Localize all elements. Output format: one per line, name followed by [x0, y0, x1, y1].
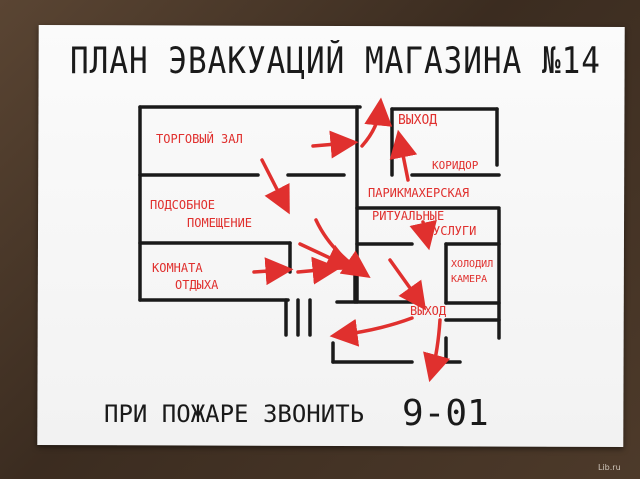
arrow-rest-2	[296, 256, 341, 285]
arrow-trade-right	[311, 130, 359, 159]
arrow-exit-left	[329, 316, 414, 347]
room-label-funeral-2: УСЛУГИ	[433, 224, 477, 238]
room-label-exit-bottom: ВЫХОД	[410, 304, 447, 318]
room-label-rest-1: КОМНАТА	[152, 261, 203, 275]
room-label-corridor: КОРИДОР	[432, 159, 479, 172]
room-label-utility-1: ПОДСОБНОЕ	[150, 198, 216, 212]
fire-phone-number: 9-01	[402, 393, 489, 434]
evacuation-arrows	[252, 97, 451, 383]
arrow-rest-1	[252, 257, 294, 286]
arrow-funeral-short	[409, 219, 437, 251]
room-label-barbershop: ПАРИКМАХЕРСКАЯ	[368, 186, 470, 200]
room-label-exit-top: ВЫХОД	[398, 113, 438, 128]
fire-call-text: ПРИ ПОЖАРЕ ЗВОНИТЬ	[104, 400, 365, 428]
room-label-utility-2: ПОМЕЩЕНИЕ	[187, 216, 253, 230]
room-label-funeral-1: РИТУАЛЬНЫЕ	[372, 209, 445, 223]
room-label-rest-2: ОТДЫХА	[175, 278, 219, 292]
room-label-trade-hall: ТОРГОВЫЙ ЗАЛ	[156, 132, 243, 146]
arrow-barber-up	[389, 129, 418, 182]
room-label-cold-2: КАМЕРА	[451, 274, 488, 285]
watermark: Lib.ru	[598, 463, 621, 472]
arrow-utility-down	[314, 218, 371, 278]
room-label-cold-1: ХОЛОДИЛ	[451, 259, 494, 270]
arrow-exit-down	[423, 318, 451, 383]
sign-title: ПЛАН ЭВАКУАЦИЙ МАГАЗИНА №14	[70, 40, 601, 83]
arrow-to-top-exit	[360, 97, 393, 148]
arrow-funeral-down	[388, 258, 427, 311]
arrow-trade-down	[260, 158, 290, 215]
